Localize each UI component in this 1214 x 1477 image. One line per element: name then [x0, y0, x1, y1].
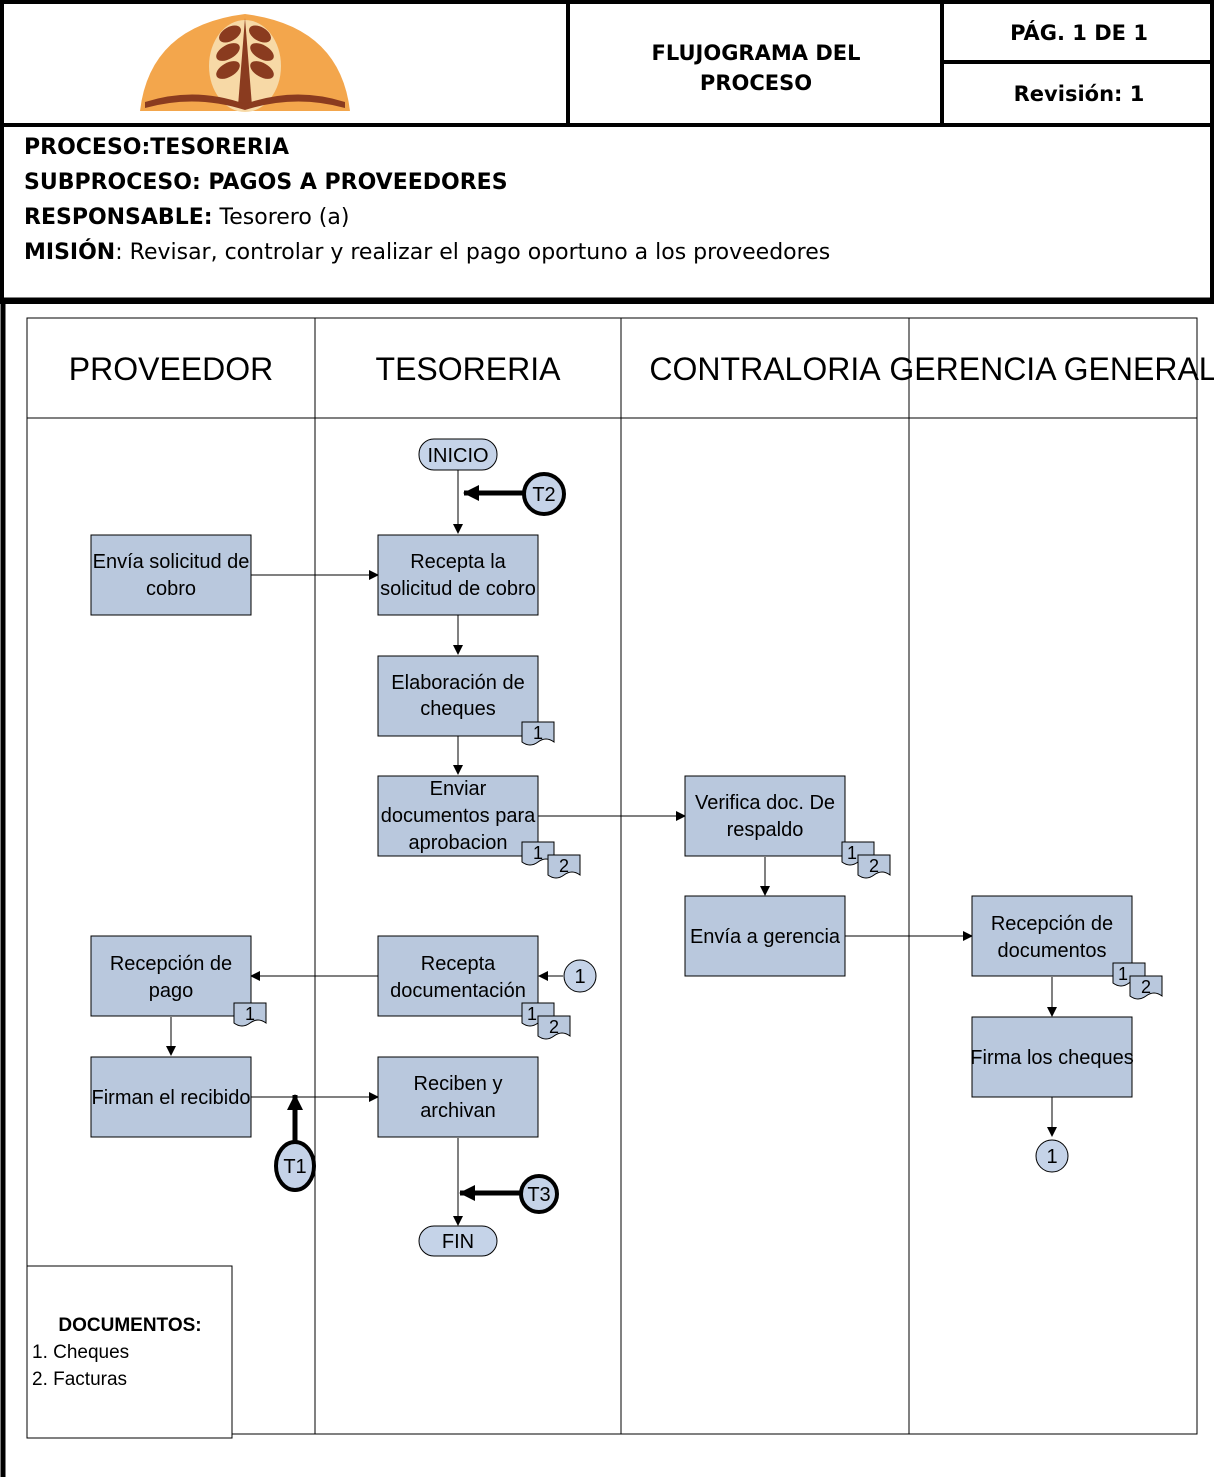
box-recepta-documentacion-line2: documentación — [390, 980, 526, 1002]
marker-t1-label: T1 — [283, 1156, 306, 1178]
doc-tag-recepcion-docs-2-label: 2 — [1141, 977, 1151, 997]
documents-item-2: 2. Facturas — [32, 1369, 127, 1390]
box-recepcion-docs-line2: documentos — [998, 940, 1107, 962]
box-recepcion-docs — [971, 895, 1133, 977]
box-recepcion-pago-line1: Recepción de — [110, 953, 232, 975]
lane-tesoreria: TESORERIA — [376, 351, 562, 387]
proceso: PROCESO:TESORERIA — [24, 135, 289, 160]
box-envia-gerencia — [684, 895, 846, 977]
box-recepta-solicitud-line2: solicitud de cobro — [380, 578, 536, 600]
doc-tag-recepta-doc-1-label: 1 — [527, 1004, 537, 1024]
responsable-label: RESPONSABLE: — [24, 205, 213, 230]
page-number: PÁG. 1 DE 1 — [1010, 21, 1148, 45]
title-line-2: PROCESO — [699, 71, 813, 95]
doc-tag-verifica-2 — [857, 854, 891, 879]
box-recepta-documentacion — [377, 935, 539, 1017]
doc-tag-elaboracion-1 — [521, 721, 555, 746]
box-recepta-solicitud-line1: Recepta la — [410, 551, 506, 573]
box-recepta-solicitud — [377, 534, 539, 616]
title-line-1: FLUJOGRAMA DEL — [651, 41, 861, 65]
box-verifica — [684, 775, 846, 857]
doc-tag-verifica-1-label: 1 — [847, 843, 857, 863]
doc-tag-enviar-2 — [547, 854, 581, 879]
terminal-inicio-label: INICIO — [427, 445, 488, 467]
connector-1-right-label: 1 — [574, 966, 585, 988]
marker-t3-label: T3 — [527, 1184, 550, 1206]
box-envia-solicitud-line2: cobro — [146, 578, 196, 600]
box-envia-gerencia-line1: Envía a gerencia — [690, 926, 841, 948]
box-enviar-docs-line1: Enviar — [430, 778, 487, 800]
mision-label: MISIÓN — [24, 240, 116, 265]
mision: MISIÓN: Revisar, controlar y realizar el… — [24, 240, 830, 265]
doc-tag-enviar-1-label: 1 — [533, 843, 543, 863]
box-firma-cheques-line1: Firma los cheques — [970, 1047, 1133, 1069]
box-recepcion-pago — [90, 935, 252, 1017]
box-firman-recibido-line1: Firman el recibido — [92, 1087, 251, 1109]
box-recepta-documentacion-line1: Recepta — [421, 953, 496, 975]
box-recepcion-pago-line2: pago — [149, 980, 194, 1002]
box-enviar-docs-line2: documentos para — [381, 805, 536, 827]
flow-arrows — [166, 470, 1057, 1226]
lane-gerencia-general: GERENCIA GENERAL — [889, 351, 1214, 387]
swimlane-frame — [26, 317, 1198, 1435]
terminal-fin-label: FIN — [442, 1231, 474, 1253]
lane-contraloria: CONTRALORIA — [649, 351, 881, 387]
company-logo — [140, 14, 350, 112]
mision-value: : Revisar, controlar y realizar el pago … — [115, 240, 831, 265]
box-recepcion-docs-line1: Recepción de — [991, 913, 1113, 935]
box-reciben-archivan-line1: Reciben y — [414, 1073, 503, 1095]
doc-tag-recepcion-docs-1-label: 1 — [1118, 964, 1128, 984]
box-firman-recibido — [90, 1056, 252, 1138]
box-reciben-archivan-line2: archivan — [420, 1100, 496, 1122]
doc-tag-verifica-2-label: 2 — [869, 856, 879, 876]
doc-tag-recepta-doc-2-label: 2 — [549, 1017, 559, 1037]
box-reciben-archivan — [377, 1056, 539, 1138]
box-envia-solicitud — [90, 534, 252, 616]
connector-1-bottom-label: 1 — [1046, 1146, 1057, 1168]
lane-proveedor: PROVEEDOR — [69, 351, 273, 387]
doc-tag-recepta-doc-2 — [537, 1015, 571, 1040]
doc-tag-enviar-2-label: 2 — [559, 856, 569, 876]
box-envia-solicitud-line1: Envía solicitud de — [93, 551, 250, 573]
terminal-inicio: INICIO — [418, 438, 498, 471]
doc-tag-elaboracion-1-label: 1 — [533, 723, 543, 743]
doc-tag-recepcion-pago-1-label: 1 — [245, 1004, 255, 1024]
documents-item-1: 1. Cheques — [32, 1342, 129, 1363]
box-enviar-docs-line3: aprobacion — [409, 832, 508, 854]
box-firma-cheques — [971, 1016, 1133, 1098]
box-elaboracion — [377, 655, 539, 737]
marker-t2: T2 — [522, 472, 566, 516]
documents-legend: DOCUMENTOS: 1. Cheques 2. Facturas — [26, 1265, 233, 1439]
terminal-fin: FIN — [418, 1225, 498, 1257]
connector-1-bottom: 1 — [1035, 1139, 1069, 1173]
marker-t2-label: T2 — [532, 484, 555, 506]
doc-tag-recepcion-docs-2 — [1129, 975, 1163, 1000]
box-verifica-line2: respaldo — [727, 819, 804, 841]
documents-title: DOCUMENTOS: — [58, 1315, 201, 1336]
box-enviar-docs — [377, 775, 539, 857]
box-elaboracion-line2: cheques — [420, 698, 496, 720]
marker-t1: T1 — [274, 1140, 316, 1192]
doc-tag-recepcion-pago-1 — [233, 1002, 267, 1027]
marker-t3: T3 — [519, 1174, 559, 1214]
responsable: RESPONSABLE: Tesorero (a) — [24, 205, 349, 230]
responsable-value: Tesorero (a) — [212, 205, 350, 230]
revision: Revisión: 1 — [1013, 82, 1145, 106]
subproceso: SUBPROCESO: PAGOS A PROVEEDORES — [24, 170, 508, 195]
header-frame — [0, 0, 1214, 304]
box-verifica-line1: Verifica doc. De — [695, 792, 835, 814]
connector-1-right: 1 — [563, 959, 597, 993]
box-elaboracion-line1: Elaboración de — [391, 672, 524, 694]
